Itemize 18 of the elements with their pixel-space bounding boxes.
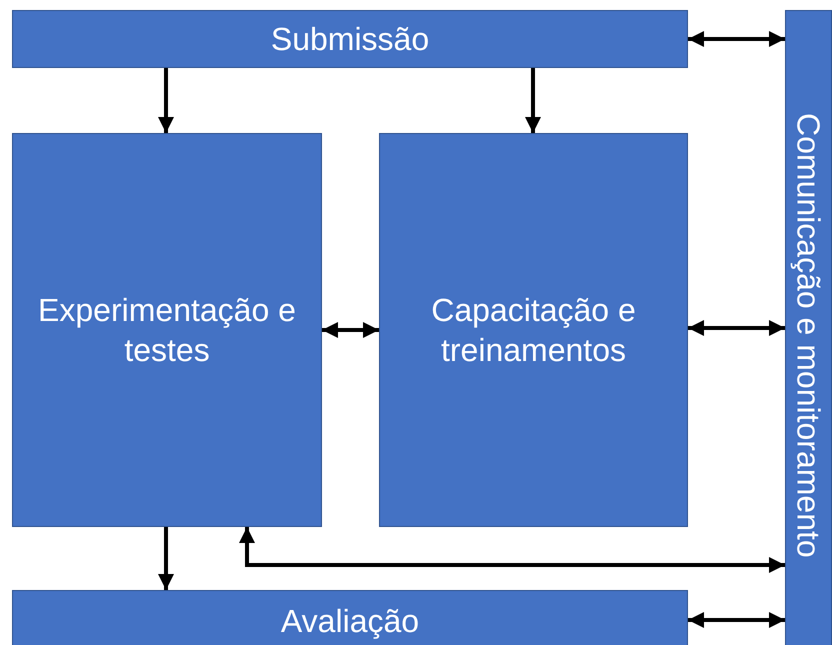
arrow [688, 612, 785, 628]
process-box [12, 10, 688, 68]
box-label: Experimentação e testes [37, 291, 297, 370]
box-label: Capacitação e treinamentos [430, 291, 637, 370]
arrow [239, 527, 785, 573]
arrow [525, 68, 541, 133]
box-label: Comunicação e monitoramento [790, 112, 828, 558]
vertical-band [785, 10, 832, 645]
box-label: Submissão [270, 20, 430, 59]
process-box [379, 133, 688, 527]
box-label: Avaliação [280, 602, 420, 641]
arrow [158, 527, 174, 590]
process-box [12, 590, 688, 645]
arrow [688, 31, 785, 47]
process-box [12, 133, 322, 527]
arrow [322, 322, 379, 338]
arrow [688, 320, 785, 336]
arrow [158, 68, 174, 133]
